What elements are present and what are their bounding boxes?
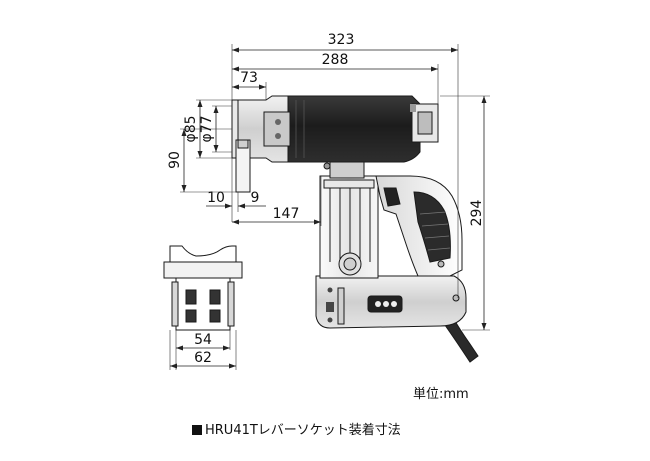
unit-label: 単位:mm xyxy=(413,387,469,402)
caption-bullet-square xyxy=(192,425,202,435)
dim-90: 90 xyxy=(167,151,183,169)
base-screw xyxy=(452,294,460,302)
dim-62: 62 xyxy=(194,350,212,366)
dim-phi77: φ77 xyxy=(199,115,215,142)
dim-288: 288 xyxy=(322,52,349,68)
dim-phi85: φ85 xyxy=(183,115,199,142)
grip-rubber xyxy=(413,191,451,263)
dim-54: 54 xyxy=(194,332,212,348)
figure-caption: HRU41Tレバーソケット装着寸法 xyxy=(192,419,401,438)
dim-73: 73 xyxy=(240,70,258,86)
dimension-lines xyxy=(170,44,490,369)
gear-housing xyxy=(285,95,421,163)
dim-323: 323 xyxy=(328,32,355,48)
trigger xyxy=(383,187,401,207)
wrench-illustration xyxy=(231,95,479,363)
grip-screw xyxy=(437,260,445,268)
dim-147: 147 xyxy=(273,206,300,222)
socket-detail-view xyxy=(163,245,243,370)
dim-10: 10 xyxy=(207,190,225,206)
caption-text: HRU41Tレバーソケット装着寸法 xyxy=(205,423,401,438)
dim-9: 9 xyxy=(251,190,260,206)
dim-294: 294 xyxy=(469,200,485,227)
